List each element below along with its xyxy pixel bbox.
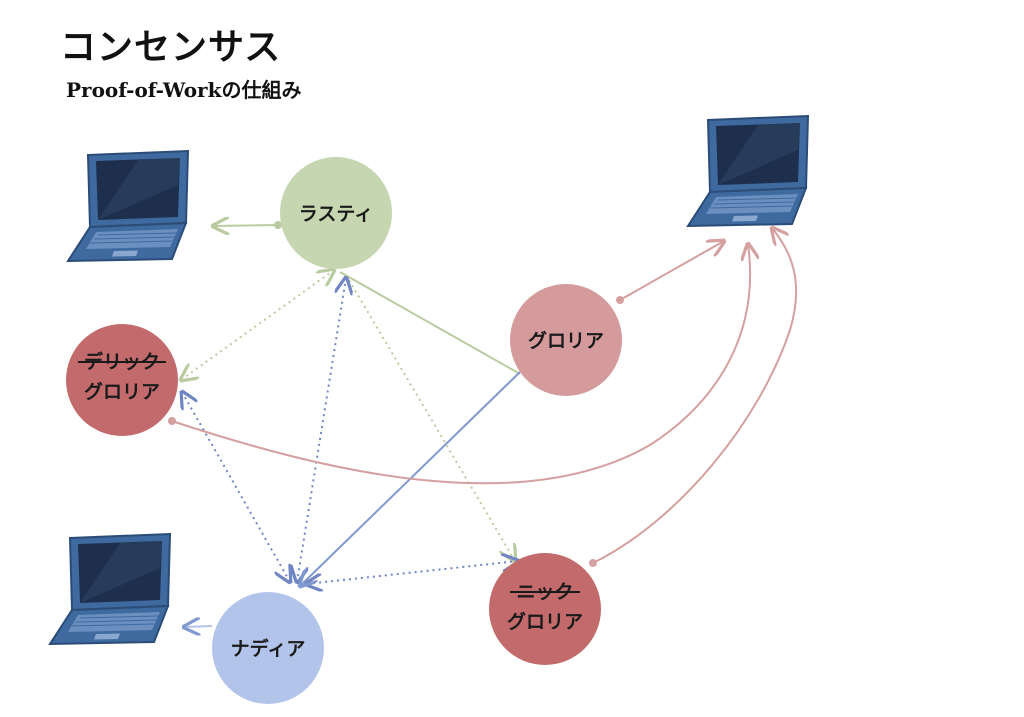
dotted-rusty-derrick	[181, 270, 334, 380]
node-derrick-label-new: グロリア	[84, 380, 160, 403]
node-nadia-label: ナディア	[231, 637, 306, 660]
dotted-rusty-nadia	[297, 278, 346, 582]
node-rusty: ラスティ	[280, 157, 392, 269]
node-nadia-circle	[212, 592, 324, 704]
node-rusty-circle	[280, 157, 392, 269]
node-gloria-label: グロリア	[528, 329, 604, 352]
dotted-derrick-nadia	[182, 392, 290, 582]
arrow-start-dot	[589, 559, 597, 567]
arrow-derrick-to-laptop	[171, 244, 750, 485]
node-nadia: ナディア	[212, 592, 324, 704]
node-nick-circle	[489, 553, 601, 665]
node-derrick: デリック グロリア	[66, 324, 178, 436]
node-nick-label-new: グロリア	[507, 610, 583, 633]
node-nick: ニック グロリア	[489, 553, 601, 665]
page-subtitle: Proof-of-Workの仕組み	[66, 78, 302, 102]
arrow-nadia-to-laptop	[184, 626, 213, 627]
arrow-start-dot	[274, 221, 282, 229]
dotted-rusty-nick	[345, 274, 515, 561]
line-rusty-to-gloria	[339, 271, 521, 375]
node-derrick-circle	[66, 324, 178, 436]
page-title: コンセンサス	[60, 26, 282, 68]
node-gloria: グロリア	[510, 284, 622, 396]
dotted-nick-nadia	[306, 561, 518, 584]
node-gloria-circle	[510, 284, 622, 396]
laptop-icon	[687, 115, 809, 227]
laptop-icon	[67, 150, 189, 262]
arrow-start-dot	[168, 417, 176, 425]
arrow-nick-to-laptop	[592, 228, 798, 564]
node-rusty-label: ラスティ	[299, 203, 373, 225]
arrow-rusty-to-laptop	[213, 225, 278, 226]
arrow-start-dot	[616, 296, 624, 304]
arrow-gloria-to-laptop	[619, 241, 724, 301]
laptop-icon	[49, 533, 171, 645]
